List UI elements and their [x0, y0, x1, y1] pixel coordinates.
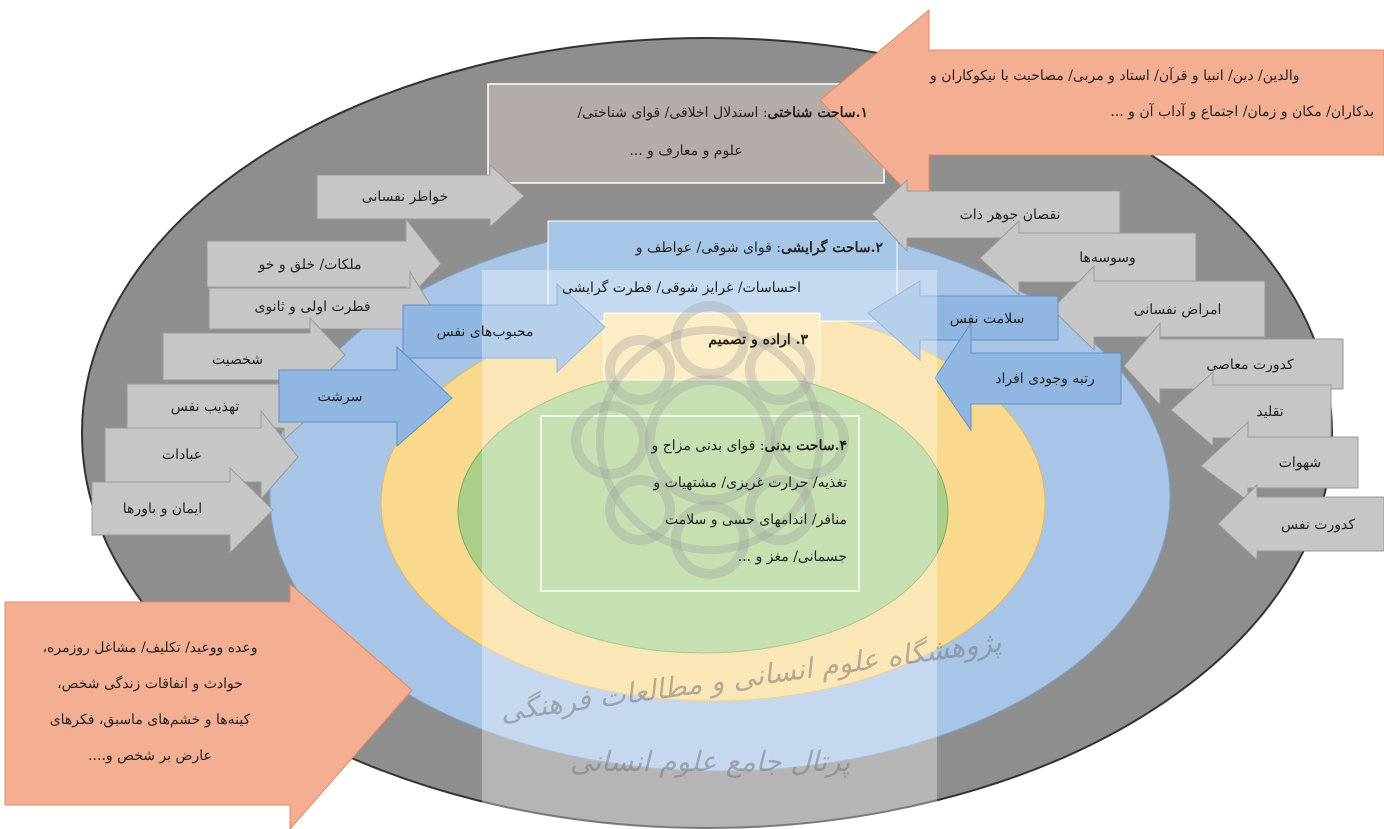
watermark-emblem [571, 301, 849, 579]
affective-line1: : قوای شوقی/ عواطف و [635, 240, 781, 256]
right-arrow-label-4: تقلید [1256, 404, 1284, 420]
affective-line2: احساسات/ غرایز شوقی/ فطرت گرایشی [562, 280, 802, 296]
left-arrow-label-4: تهذیب نفس [170, 399, 240, 415]
will-label: ۳. اراده و تصمیم [708, 332, 808, 348]
bottom-left-factors-line4: عارض بر شخص و.... [88, 748, 212, 764]
blue-arrow-label-nature: سرشت [317, 389, 363, 405]
will-box [603, 312, 821, 381]
top-right-salmon-arrow [819, 8, 1384, 217]
right-arrow-label-6: کدورت نفس [1281, 517, 1355, 533]
cognitive-text: ۱.ساحت شناختی: استدلال اخلاقی/ قوای شناخ… [488, 84, 884, 183]
top-right-factors-line2: بدکاران/ مکان و زمان/ اجتماع و آداب آن و… [1110, 104, 1374, 120]
bodily-num: ۴. [834, 438, 847, 454]
right-arrow-shape [1051, 264, 1266, 352]
left-arrow-label-5: عبادات [161, 447, 203, 463]
bodily-line1: : قوای بدنی مزاج و [651, 438, 765, 454]
affective-text: ۲.ساحت گرایشی: قوای شوقی/ عواطف و احساسا… [548, 224, 897, 314]
right-arrow-label-5: شهوات [1278, 455, 1322, 471]
right-arrow-shape [1200, 420, 1359, 502]
cognitive-line2: علوم و معارف و ... [629, 143, 743, 159]
cognitive-box [487, 83, 885, 184]
blue-arrow-label-rank: رتبه وجودی افراد [995, 371, 1095, 387]
blue-arrow-label-health: سلامت نفس [949, 311, 1025, 327]
left-arrow-shape [316, 163, 525, 229]
left-arrow-label-1: ملکات/ خلق و خو [258, 257, 362, 273]
affective-title: ساحت گرایشی [780, 240, 871, 256]
left-arrow-label-6: ایمان و باورها [122, 501, 203, 517]
bodily-line3: منافر/ اندامهای حسی و سلامت [664, 512, 847, 528]
blue-arrow-nature [278, 345, 453, 448]
bodily-line2: تغذیه/ حرارت غریزی/ مشتهیات و [653, 475, 847, 491]
right-arrow-label-3: کدورت معاصی [1206, 357, 1294, 373]
bottom-left-factors-text: وعده ووعید/ تکلیف/ مشاغل روزمره، حوادث و… [12, 630, 288, 774]
watermark-panel [482, 270, 937, 829]
affective-num: ۲. [870, 240, 883, 256]
cognitive-num: ۱. [855, 105, 868, 121]
left-arrow-label-3: شخصیت [212, 352, 263, 368]
bottom-left-factors-line2: حوادث و اتفاقات زندگی شخص، [57, 676, 243, 692]
bodily-box [540, 415, 860, 592]
left-arrow-shape [91, 466, 274, 555]
affective-box [547, 220, 898, 322]
bottom-left-factors-line3: کینه‌ها و خشم‌های ماسبق، فکرهای [49, 712, 251, 728]
cognitive-line1: : استدلال اخلاقی/ قوای شناختی/ [577, 105, 768, 121]
bodily-text: ۴.ساحت بدنی: قوای بدنی مزاج و تغذیه/ حرا… [541, 420, 859, 590]
left-arrow-shape [206, 217, 442, 303]
top-right-factors-text: والدین/ دین/ انبیا و قرآن/ استاد و مربی/… [930, 58, 1374, 130]
watermark-line2: پرتال جامع علوم انسانی [570, 745, 851, 778]
right-arrow-label-1: وسوسه‌ها [1079, 250, 1136, 266]
right-arrow-label-2: امراض نفسانی [1133, 302, 1222, 318]
cognitive-title: ساحت شناختی [767, 105, 856, 121]
blue-arrow-label-love: محبوب‌های نفس [436, 324, 534, 340]
right-arrow-label-0: نقصان جوهر ذات [959, 207, 1061, 223]
left-arrow-label-2: فطرت اولی و ثانوی [254, 299, 371, 315]
left-arrow-label-0: خواطر نفسانی [361, 189, 449, 205]
will-text: ۳. اراده و تصمیم [604, 325, 820, 365]
blue-arrow-health [867, 280, 1059, 362]
bodily-title: ساحت بدنی [764, 438, 835, 454]
blue-arrow-rank [934, 321, 1122, 432]
bottom-left-salmon-arrow [4, 582, 413, 829]
blue-arrow-love [402, 282, 606, 374]
top-right-factors-line1: والدین/ دین/ انبیا و قرآن/ استاد و مربی/… [930, 68, 1300, 84]
bodily-line4: جسمانی/ مغز و ... [737, 549, 847, 565]
bottom-left-factors-line1: وعده ووعید/ تکلیف/ مشاغل روزمره، [42, 640, 258, 656]
right-arrow-shape [1217, 483, 1384, 562]
